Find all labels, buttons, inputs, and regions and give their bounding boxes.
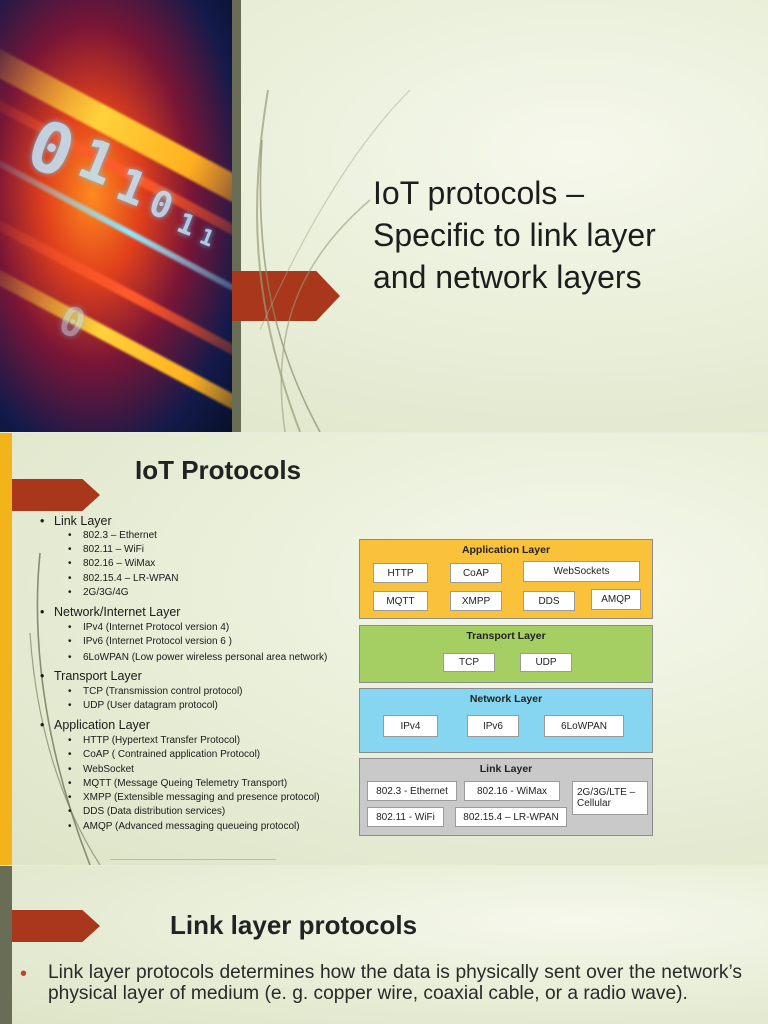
list-subitem: •IPv6 (Internet Protocol version 6 )	[68, 636, 232, 647]
list-item-network-layer: •Network/Internet Layer	[40, 605, 181, 619]
slide-iot-protocols: IoT Protocols •Link Layer •802.3 – Ether…	[0, 433, 768, 865]
protocol-box: HTTP	[373, 563, 428, 583]
list-subitem: •DDS (Data distribution services)	[68, 806, 226, 817]
arrow-decoration	[232, 271, 340, 321]
protocol-box: MQTT	[373, 591, 428, 611]
arrow-decoration	[12, 910, 100, 942]
bullet-icon: •	[20, 963, 28, 985]
list-subitem: •HTTP (Hypertext Transfer Protocol)	[68, 735, 241, 746]
layer-title: Application Layer	[461, 544, 551, 556]
protocol-box: AMQP	[591, 589, 641, 610]
list-subitem: •TCP (Transmission control protocol)	[68, 686, 243, 697]
list-subitem: •802.11 – WiFi	[68, 544, 144, 555]
protocol-box: 2G/3G/LTE – Cellular	[572, 781, 648, 815]
list-subitem: •WebSocket	[68, 764, 134, 775]
link-layer-block: Link Layer 802.3 - Ethernet 802.16 - WiM…	[359, 758, 653, 836]
protocol-box: WebSockets	[523, 561, 640, 582]
divider-stripe	[232, 0, 241, 432]
protocol-box: 802.3 - Ethernet	[367, 781, 457, 801]
protocol-box: 802.16 - WiMax	[464, 781, 560, 801]
slide-link-layer-protocols: Link layer protocols • Link layer protoc…	[0, 866, 768, 1024]
list-subitem: •IPv4 (Internet Protocol version 4)	[68, 622, 230, 633]
title-line: and network layers	[373, 259, 642, 295]
protocol-box: UDP	[520, 653, 572, 672]
protocol-box: CoAP	[450, 563, 502, 583]
protocol-stack-diagram: Application Layer HTTP CoAP WebSockets M…	[359, 539, 655, 839]
protocol-box: DDS	[523, 591, 575, 611]
accent-bar	[0, 433, 12, 865]
list-subitem: •802.16 – WiMax	[68, 558, 156, 569]
list-subitem: •AMQP (Advanced messaging queueing proto…	[68, 821, 300, 832]
protocol-box: IPv4	[383, 715, 438, 737]
binary-digit: 1	[195, 224, 218, 253]
title-line: Specific to link layer	[373, 217, 656, 253]
slide-title: 0 1 1 0 1 1 0 IoT protocols – Specific t…	[0, 0, 768, 432]
list-subitem: •802.15.4 – LR-WPAN	[68, 573, 179, 584]
network-layer-block: Network Layer IPv4 IPv6 6LoWPAN	[359, 688, 653, 753]
protocol-box: TCP	[443, 653, 495, 672]
list-subitem: •UDP (User datagram protocol)	[68, 700, 218, 711]
title-line: IoT protocols –	[373, 175, 585, 211]
layer-title: Transport Layer	[466, 630, 546, 642]
list-item-transport-layer: •Transport Layer	[40, 669, 142, 683]
list-subitem: •2G/3G/4G	[68, 587, 129, 598]
binary-data-photo: 0 1 1 0 1 1 0	[0, 0, 232, 432]
slide-title-text: IoT protocols – Specific to link layer a…	[373, 172, 753, 298]
list-subitem: •802.3 – Ethernet	[68, 530, 157, 541]
protocol-box: 802.15.4 – LR-WPAN	[455, 807, 567, 827]
slide-heading: IoT Protocols	[135, 455, 302, 485]
layer-title: Network Layer	[469, 693, 543, 705]
application-layer-block: Application Layer HTTP CoAP WebSockets M…	[359, 539, 653, 619]
list-subitem: •6LoWPAN (Low power wireless personal ar…	[68, 652, 328, 663]
slide-heading: Link layer protocols	[170, 910, 418, 940]
transport-layer-block: Transport Layer TCP UDP	[359, 625, 653, 683]
protocol-box: 6LoWPAN	[544, 715, 624, 737]
accent-bar	[0, 866, 12, 1024]
binary-digit: 1	[172, 206, 201, 243]
underline-decoration	[110, 859, 276, 860]
bullet-text: Link layer protocols determines how the …	[48, 962, 742, 1004]
protocol-box: XMPP	[450, 591, 502, 611]
list-item-application-layer: •Application Layer	[40, 718, 150, 732]
protocol-box: IPv6	[467, 715, 519, 737]
list-subitem: •XMPP (Extensible messaging and presence…	[68, 792, 320, 803]
layer-title: Link Layer	[479, 763, 533, 775]
list-subitem: •CoAP ( Contrained application Protocol)	[68, 749, 261, 760]
protocol-box: 802.11 - WiFi	[367, 807, 444, 827]
list-subitem: •MQTT (Message Queing Telemetry Transpor…	[68, 778, 288, 789]
arrow-decoration	[12, 479, 100, 511]
list-item-link-layer: •Link Layer	[40, 514, 112, 528]
